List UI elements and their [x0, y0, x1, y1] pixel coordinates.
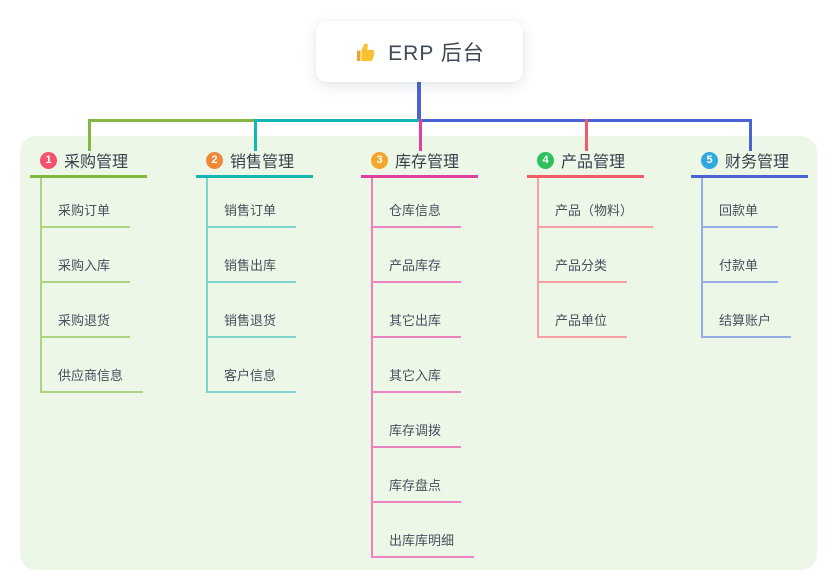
child-node[interactable]: 采购退货 — [42, 283, 143, 338]
child-node-label: 产品单位 — [539, 310, 628, 338]
child-node-label: 库存盘点 — [373, 475, 462, 503]
root-stem-line — [417, 82, 421, 122]
child-node-label: 仓库信息 — [373, 200, 462, 228]
child-node-label: 供应商信息 — [42, 365, 144, 393]
branch-4: 4 产品管理产品（物料） 产品分类产品单位 — [527, 145, 654, 338]
branch-title-node[interactable]: 4 产品管理 — [527, 145, 644, 178]
child-node-label: 产品（物料） — [539, 200, 654, 228]
child-node-label: 采购订单 — [42, 200, 131, 228]
branch-children: 销售订单销售出库销售退货客户信息 — [206, 178, 297, 393]
child-node-label: 出库库明细 — [373, 530, 475, 558]
branch-title-label: 库存管理 — [395, 154, 460, 171]
branch-children: 仓库信息产品库存其它出库其它入库库存调拨库存盘点出库库明细 — [371, 178, 475, 558]
branch-title-node[interactable]: 1 采购管理 — [30, 145, 147, 178]
child-node[interactable]: 产品分类 — [539, 228, 653, 283]
child-node-label: 客户信息 — [208, 365, 297, 393]
child-node[interactable]: 库存调拨 — [373, 393, 474, 448]
child-node[interactable]: 其它出库 — [373, 283, 474, 338]
child-node[interactable]: 回款单 — [703, 178, 791, 228]
branch-title-node[interactable]: 3 库存管理 — [361, 145, 478, 178]
child-node[interactable]: 其它入库 — [373, 338, 474, 393]
branch-title-label: 采购管理 — [64, 154, 129, 171]
branch-children: 采购订单采购入库采购退货供应商信息 — [40, 178, 144, 393]
branch-drop-line — [585, 119, 588, 151]
branch-children: 产品（物料） 产品分类产品单位 — [537, 178, 654, 338]
branch-number-badge: 3 — [371, 151, 388, 169]
child-node[interactable]: 产品（物料） — [539, 178, 654, 228]
child-node-label: 回款单 — [703, 200, 779, 228]
branch-drop-line — [749, 119, 752, 151]
child-node-label: 付款单 — [703, 255, 779, 283]
branch-2: 2 销售管理销售订单销售出库销售退货客户信息 — [196, 145, 313, 393]
child-node-label: 销售出库 — [208, 255, 297, 283]
branch-drop-line — [88, 119, 91, 151]
child-node[interactable]: 销售出库 — [208, 228, 297, 283]
child-node-label: 采购退货 — [42, 310, 131, 338]
branch-number-badge: 2 — [206, 151, 223, 169]
child-node[interactable]: 库存盘点 — [373, 448, 474, 503]
branch-number-badge: 4 — [537, 151, 554, 169]
branch-3: 3 库存管理仓库信息产品库存其它出库其它入库库存调拨库存盘点出库库明细 — [361, 145, 478, 558]
child-node[interactable]: 采购订单 — [42, 178, 143, 228]
child-node[interactable]: 产品库存 — [373, 228, 474, 283]
child-node-label: 销售订单 — [208, 200, 297, 228]
child-node[interactable]: 销售退货 — [208, 283, 297, 338]
child-node[interactable]: 结算账户 — [703, 283, 792, 338]
child-node-label: 结算账户 — [703, 310, 792, 338]
branch-title-label: 财务管理 — [725, 154, 790, 171]
child-node[interactable]: 付款单 — [703, 228, 791, 283]
child-node[interactable]: 出库库明细 — [373, 503, 475, 558]
branch-1: 1 采购管理采购订单采购入库采购退货供应商信息 — [30, 145, 147, 393]
branch-title-node[interactable]: 5 财务管理 — [691, 145, 808, 178]
child-node-label: 库存调拨 — [373, 420, 462, 448]
branch-drop-line — [254, 119, 257, 151]
root-node[interactable]: ERP 后台 — [316, 21, 523, 82]
branch-children: 回款单付款单结算账户 — [701, 178, 792, 338]
child-node[interactable]: 销售订单 — [208, 178, 297, 228]
child-node-label: 产品库存 — [373, 255, 462, 283]
branch-number-badge: 5 — [701, 151, 718, 169]
branches-panel — [20, 136, 817, 570]
child-node[interactable]: 客户信息 — [208, 338, 297, 393]
branch-title-label: 销售管理 — [230, 154, 295, 171]
branch-title-label: 产品管理 — [561, 154, 626, 171]
branch-drop-line — [419, 119, 422, 151]
child-node-label: 销售退货 — [208, 310, 297, 338]
child-node-label: 其它出库 — [373, 310, 462, 338]
connector-horizontal-line — [89, 119, 255, 122]
child-node[interactable]: 仓库信息 — [373, 178, 474, 228]
child-node[interactable]: 产品单位 — [539, 283, 653, 338]
branch-5: 5 财务管理回款单付款单结算账户 — [691, 145, 808, 338]
root-label: ERP 后台 — [388, 41, 485, 65]
thumbs-up-icon — [354, 40, 378, 64]
child-node[interactable]: 供应商信息 — [42, 338, 144, 393]
child-node[interactable]: 采购入库 — [42, 228, 143, 283]
child-node-label: 采购入库 — [42, 255, 131, 283]
child-node-label: 其它入库 — [373, 365, 462, 393]
branch-number-badge: 1 — [40, 151, 57, 169]
child-node-label: 产品分类 — [539, 255, 628, 283]
branch-title-node[interactable]: 2 销售管理 — [196, 145, 313, 178]
connector-horizontal-line — [255, 119, 420, 122]
